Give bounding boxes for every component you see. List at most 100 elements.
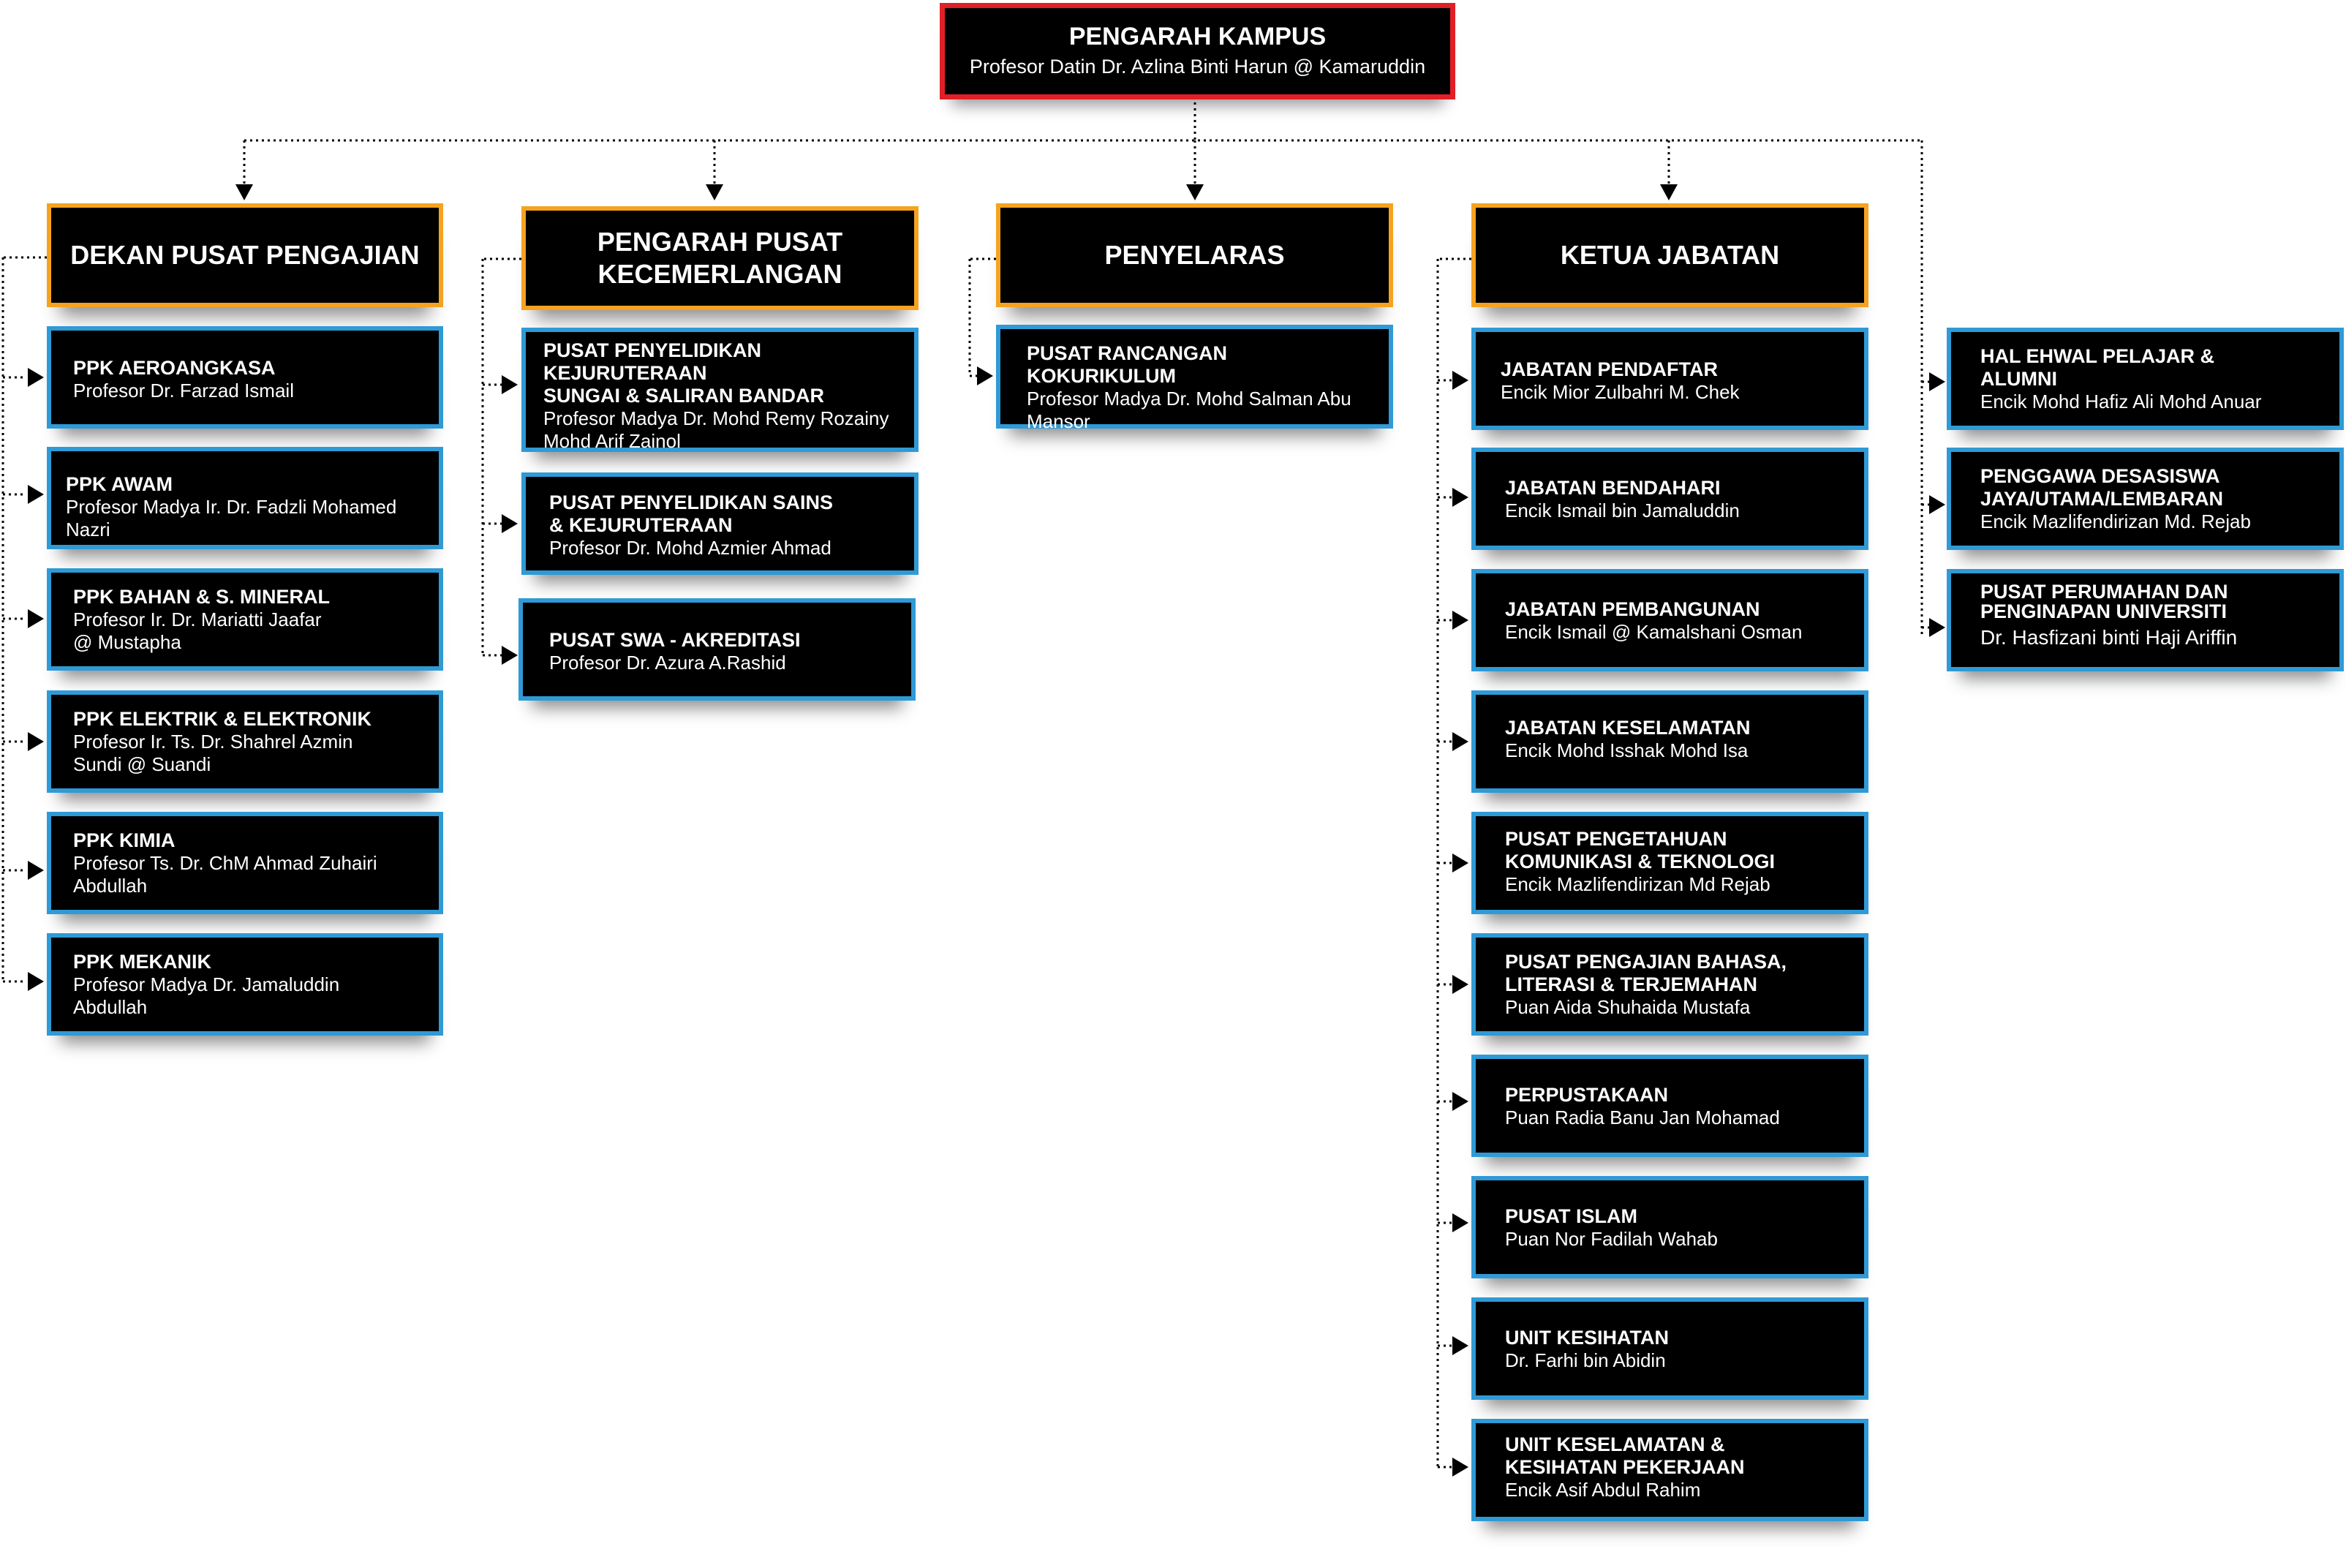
arrow-right-icon (1452, 488, 1468, 507)
item-ppk-aeroangkasa: PPK AEROANGKASA Profesor Dr. Farzad Isma… (47, 326, 443, 429)
item-pusat-swa: PUSAT SWA - AKREDITASI Profesor Dr. Azur… (518, 598, 916, 701)
item-perpustakaan: PERPUSTAKAAN Puan Radia Banu Jan Mohamad (1471, 1055, 1868, 1157)
item-person: Puan Aida Shuhaida Mustafa (1505, 996, 1751, 1018)
arrow-right-icon (28, 861, 44, 880)
arrow-right-icon (1452, 1458, 1468, 1477)
item-title: JABATAN PEMBANGUNAN (1505, 598, 1760, 620)
top-box: PENGARAH KAMPUS Profesor Datin Dr. Azlin… (940, 3, 1455, 99)
arrow-down-icon (1186, 184, 1204, 200)
item-person: Puan Radia Banu Jan Mohamad (1505, 1107, 1780, 1128)
arrow-right-icon (28, 972, 44, 991)
item-title: PUSAT PENYELIDIKAN KEJURUTERAAN SUNGAI &… (543, 339, 824, 407)
item-title: PUSAT SWA - AKREDITASI (549, 629, 801, 651)
item-person: Profesor Madya Dr. Jamaluddin Abdullah (73, 973, 340, 1018)
arrow-right-icon (28, 609, 44, 628)
item-title: PPK KIMIA (73, 829, 176, 851)
top-person: Profesor Datin Dr. Azlina Binti Harun @ … (969, 56, 1426, 78)
item-title: PUSAT PENGETAHUAN KOMUNIKASI & TEKNOLOGI (1505, 828, 1775, 872)
item-person: Profesor Madya Dr. Mohd Remy Rozainy Moh… (543, 407, 889, 452)
item-title: PENGGAWA DESASISWA JAYA/UTAMA/LEMBARAN (1980, 465, 2224, 510)
item-title: HAL EHWAL PELAJAR & ALUMNI (1980, 345, 2215, 390)
arrow-right-icon (1452, 1213, 1468, 1232)
item-title: UNIT KESIHATAN (1505, 1327, 1669, 1349)
item-ppk-mekanik: PPK MEKANIK Profesor Madya Dr. Jamaluddi… (47, 933, 443, 1036)
item-title: PPK BAHAN & S. MINERAL (73, 586, 331, 608)
header-penyelaras: PENYELARAS (996, 203, 1393, 307)
arrow-down-icon (235, 184, 253, 200)
item-unit-keselamatan-kesihatan: UNIT KESELAMATAN & KESIHATAN PEKERJAAN E… (1471, 1419, 1868, 1521)
item-person: Encik Ismail bin Jamaluddin (1505, 500, 1740, 521)
item-person: Profesor Madya Ir. Dr. Fadzli Mohamed Na… (66, 496, 397, 540)
item-person: Profesor Dr. Farzad Ismail (73, 380, 294, 402)
item-person: Profesor Ir. Ts. Dr. Shahrel Azmin Sundi… (73, 731, 353, 775)
arrow-right-icon (977, 366, 993, 385)
header-pengarah-pusat: PENGARAH PUSAT KECEMERLANGAN (521, 206, 919, 310)
arrow-right-icon (1452, 732, 1468, 751)
item-title: JABATAN PENDAFTAR (1501, 358, 1718, 380)
arrow-right-icon (28, 368, 44, 387)
item-ppk-awam: PPK AWAM Profesor Madya Ir. Dr. Fadzli M… (47, 447, 443, 549)
item-jabatan-pembangunan: JABATAN PEMBANGUNAN Encik Ismail @ Kamal… (1471, 569, 1868, 671)
arrow-right-icon (1452, 975, 1468, 994)
item-person: Dr. Farhi bin Abidin (1505, 1349, 1666, 1371)
item-person: Profesor Ir. Dr. Mariatti Jaafar @ Musta… (73, 608, 322, 653)
arrow-right-icon (502, 375, 518, 394)
item-title: PERPUSTAKAAN (1505, 1084, 1669, 1106)
item-jabatan-pendaftar: JABATAN PENDAFTAR Encik Mior Zulbahri M.… (1471, 328, 1868, 430)
item-person: Dr. Hasfizani binti Haji Ariffin (1980, 626, 2238, 649)
arrow-right-icon (1929, 618, 1945, 637)
arrow-right-icon (1452, 853, 1468, 872)
arrow-right-icon (28, 732, 44, 751)
item-ppk-elektrik: PPK ELEKTRIK & ELEKTRONIK Profesor Ir. T… (47, 690, 443, 793)
item-title: PPK MEKANIK (73, 951, 212, 973)
item-title: JABATAN BENDAHARI (1505, 477, 1721, 499)
item-person: Encik Mior Zulbahri M. Chek (1501, 381, 1740, 403)
arrow-right-icon (1452, 1336, 1468, 1355)
arrow-right-icon (1452, 611, 1468, 630)
item-title: PUSAT RANCANGAN KOKURIKULUM (1027, 342, 1227, 387)
item-ppk-bahan: PPK BAHAN & S. MINERAL Profesor Ir. Dr. … (47, 568, 443, 671)
item-title: PUSAT PENGAJIAN BAHASA, LITERASI & TERJE… (1505, 951, 1787, 995)
item-person: Encik Mazlifendirizan Md. Rejab (1980, 510, 2251, 532)
item-person: Encik Mohd Isshak Mohd Isa (1505, 739, 1749, 761)
arrow-right-icon (502, 646, 518, 665)
item-title: UNIT KESELAMATAN & KESIHATAN PEKERJAAN (1505, 1433, 1745, 1478)
item-person: Profesor Madya Dr. Mohd Salman Abu Manso… (1027, 388, 1351, 432)
arrow-right-icon (1452, 371, 1468, 390)
item-title: PUSAT ISLAM (1505, 1205, 1637, 1227)
item-person: Encik Ismail @ Kamalshani Osman (1505, 621, 1803, 643)
item-pusat-perumahan: PUSAT PERUMAHAN DAN PENGINAPAN UNIVERSIT… (1947, 569, 2344, 671)
header-ketua-jabatan: KETUA JABATAN (1471, 203, 1868, 307)
item-hal-ehwal-pelajar: HAL EHWAL PELAJAR & ALUMNI Encik Mohd Ha… (1947, 328, 2344, 430)
item-jabatan-bendahari: JABATAN BENDAHARI Encik Ismail bin Jamal… (1471, 448, 1868, 550)
arrow-down-icon (706, 184, 723, 200)
header-pengarah-pusat-label: PENGARAH PUSAT KECEMERLANGAN (597, 227, 843, 289)
item-title: PUSAT PERUMAHAN DAN PENGINAPAN UNIVERSIT… (1980, 581, 2228, 622)
item-unit-kesihatan: UNIT KESIHATAN Dr. Farhi bin Abidin (1471, 1297, 1868, 1400)
item-title: JABATAN KESELAMATAN (1505, 717, 1751, 739)
item-title: PUSAT PENYELIDIKAN SAINS & KEJURUTERAAN (549, 491, 834, 536)
header-penyelaras-label: PENYELARAS (1104, 240, 1285, 270)
item-pusat-sains: PUSAT PENYELIDIKAN SAINS & KEJURUTERAAN … (521, 472, 919, 575)
header-ketua-jabatan-label: KETUA JABATAN (1560, 240, 1780, 270)
item-pusat-pengetahuan: PUSAT PENGETAHUAN KOMUNIKASI & TEKNOLOGI… (1471, 812, 1868, 914)
item-pusat-kejuruteraan-sungai: PUSAT PENYELIDIKAN KEJURUTERAAN SUNGAI &… (521, 328, 919, 452)
item-jabatan-keselamatan: JABATAN KESELAMATAN Encik Mohd Isshak Mo… (1471, 690, 1868, 793)
arrow-right-icon (28, 485, 44, 504)
item-person: Encik Mazlifendirizan Md Rejab (1505, 873, 1770, 895)
item-pusat-islam: PUSAT ISLAM Puan Nor Fadilah Wahab (1471, 1176, 1868, 1278)
item-person: Encik Mohd Hafiz Ali Mohd Anuar (1980, 391, 2262, 412)
arrow-down-icon (1660, 184, 1678, 200)
item-person: Encik Asif Abdul Rahim (1505, 1479, 1701, 1501)
arrow-right-icon (1929, 495, 1945, 514)
arrow-right-icon (502, 514, 518, 533)
item-person: Profesor Dr. Mohd Azmier Ahmad (549, 537, 831, 559)
arrow-right-icon (1452, 1092, 1468, 1111)
header-dekan-label: DEKAN PUSAT PENGAJIAN (70, 240, 420, 270)
item-person: Puan Nor Fadilah Wahab (1505, 1228, 1718, 1250)
item-penggawa-desasiswa: PENGGAWA DESASISWA JAYA/UTAMA/LEMBARAN E… (1947, 448, 2344, 550)
item-person: Profesor Ts. Dr. ChM Ahmad Zuhairi Abdul… (73, 852, 377, 897)
item-ppk-kimia: PPK KIMIA Profesor Ts. Dr. ChM Ahmad Zuh… (47, 812, 443, 914)
